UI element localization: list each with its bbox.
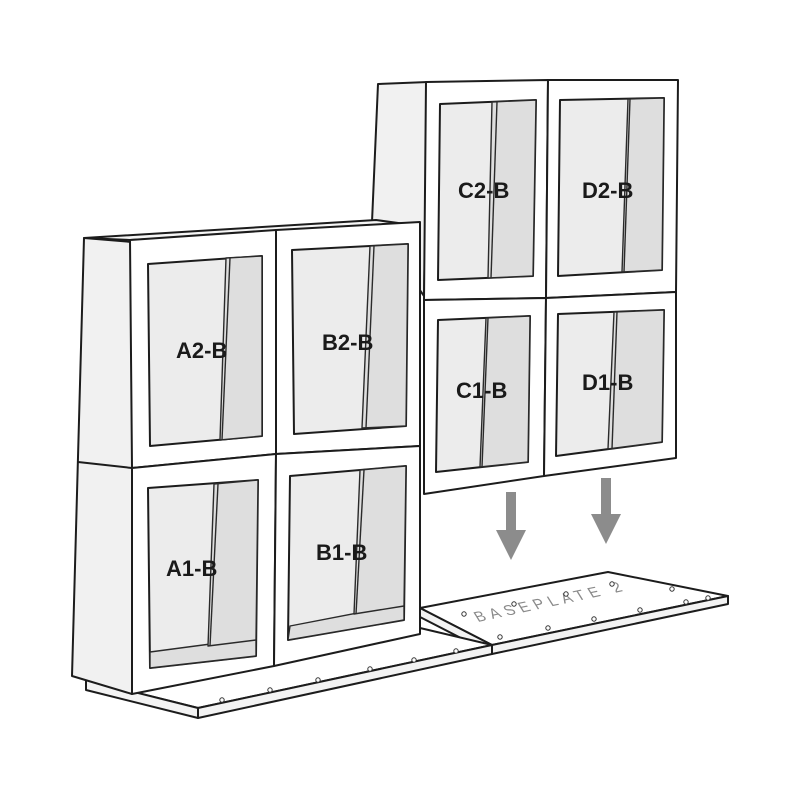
module-c2-label: C2-B	[458, 178, 509, 203]
module-d1: D1-B	[555, 309, 665, 457]
module-b1: B1-B	[287, 465, 407, 641]
module-c2: C2-B	[437, 99, 537, 281]
module-stack-cd: C2-B D2-B C1-B D1-B	[371, 79, 679, 495]
module-d2-label: D2-B	[582, 178, 633, 203]
module-b1-label: B1-B	[316, 540, 367, 565]
module-c1-label: C1-B	[456, 378, 507, 403]
module-b2: B2-B	[291, 243, 409, 435]
module-a1-label: A1-B	[166, 556, 217, 581]
module-a2-label: A2-B	[176, 338, 227, 363]
baseplate-2-holes	[461, 581, 711, 640]
module-stack-ab: A2-B B2-B A1-B B1-B	[71, 219, 421, 695]
module-b2-label: B2-B	[322, 330, 373, 355]
baseplate-1-holes	[219, 648, 459, 703]
placement-arrows	[496, 478, 621, 560]
module-d1-label: D1-B	[582, 370, 633, 395]
module-a1: A1-B	[147, 479, 259, 669]
module-d2: D2-B	[557, 97, 665, 277]
down-arrow-icon	[591, 478, 621, 544]
down-arrow-icon	[496, 492, 526, 560]
module-a2: A2-B	[147, 255, 263, 447]
module-c1: C1-B	[435, 315, 531, 473]
